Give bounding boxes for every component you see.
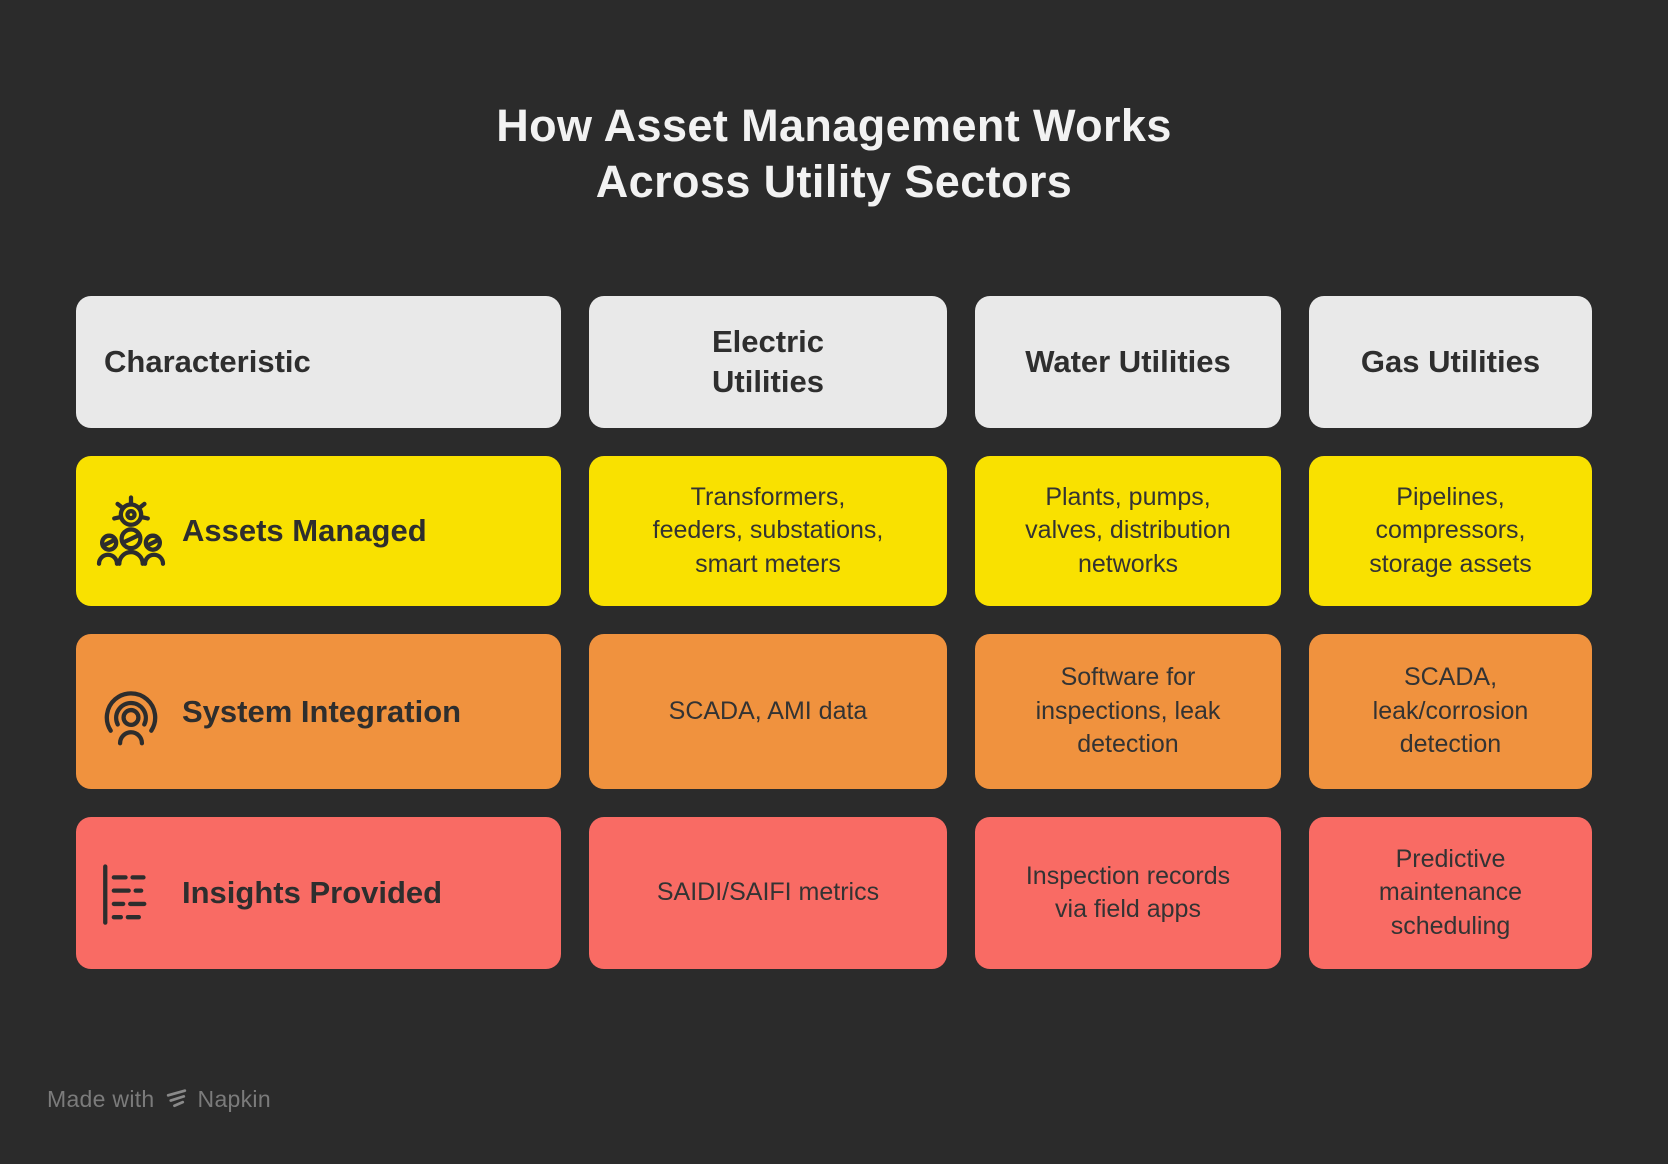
row-label: Insights Provided (182, 875, 443, 910)
napkin-brand-label: Napkin (197, 1086, 271, 1112)
cell-integration-water: Software for inspections, leak detection (975, 634, 1281, 789)
made-with-napkin: Made with Napkin (47, 1086, 271, 1113)
made-with-label: Made with (47, 1086, 155, 1112)
header-label: Gas Utilities (1360, 343, 1541, 379)
gear-team-icon (92, 492, 170, 570)
page-title-line2: Across Utility Sectors (595, 156, 1073, 208)
row-label-insights-provided: Insights Provided (76, 817, 561, 969)
dashed-bar-chart-icon (92, 854, 170, 932)
row-label-assets-managed: Assets Managed (76, 456, 561, 606)
cell-integration-electric: SCADA, AMI data (589, 634, 947, 789)
page-title-line1: How Asset Management Works (496, 100, 1172, 151)
row-label-system-integration: System Integration (76, 634, 561, 789)
cell-integration-gas: SCADA, leak/corrosion detection (1309, 634, 1592, 789)
row-label: System Integration (182, 693, 462, 729)
cell-insights-water: Inspection records via field apps (975, 817, 1281, 969)
header-cell-electric-utilities: Electric Utilities (589, 296, 947, 428)
header-label: Characteristic (104, 343, 311, 379)
header-cell-gas-utilities: Gas Utilities (1309, 296, 1592, 428)
header-label: Water Utilities (1025, 343, 1231, 379)
header-label: Electric Utilities (711, 323, 824, 399)
cell-insights-gas: Predictive maintenance scheduling (1309, 817, 1592, 969)
cell-assets-gas: Pipelines, compressors, storage assets (1309, 456, 1592, 606)
cell-insights-electric: SAIDI/SAIFI metrics (589, 817, 947, 969)
cell-assets-electric: Transformers, feeders, substations, smar… (589, 456, 947, 606)
page-title: How Asset Management Works Across Utilit… (0, 98, 1668, 211)
cell-assets-water: Plants, pumps, valves, distribution netw… (975, 456, 1281, 606)
header-cell-characteristic: Characteristic (76, 296, 561, 428)
person-signal-icon (92, 673, 170, 751)
row-label: Assets Managed (182, 513, 427, 548)
napkin-logo-icon (164, 1087, 189, 1112)
header-cell-water-utilities: Water Utilities (975, 296, 1281, 428)
comparison-table: Characteristic Electric Utilities Water … (76, 296, 1592, 969)
